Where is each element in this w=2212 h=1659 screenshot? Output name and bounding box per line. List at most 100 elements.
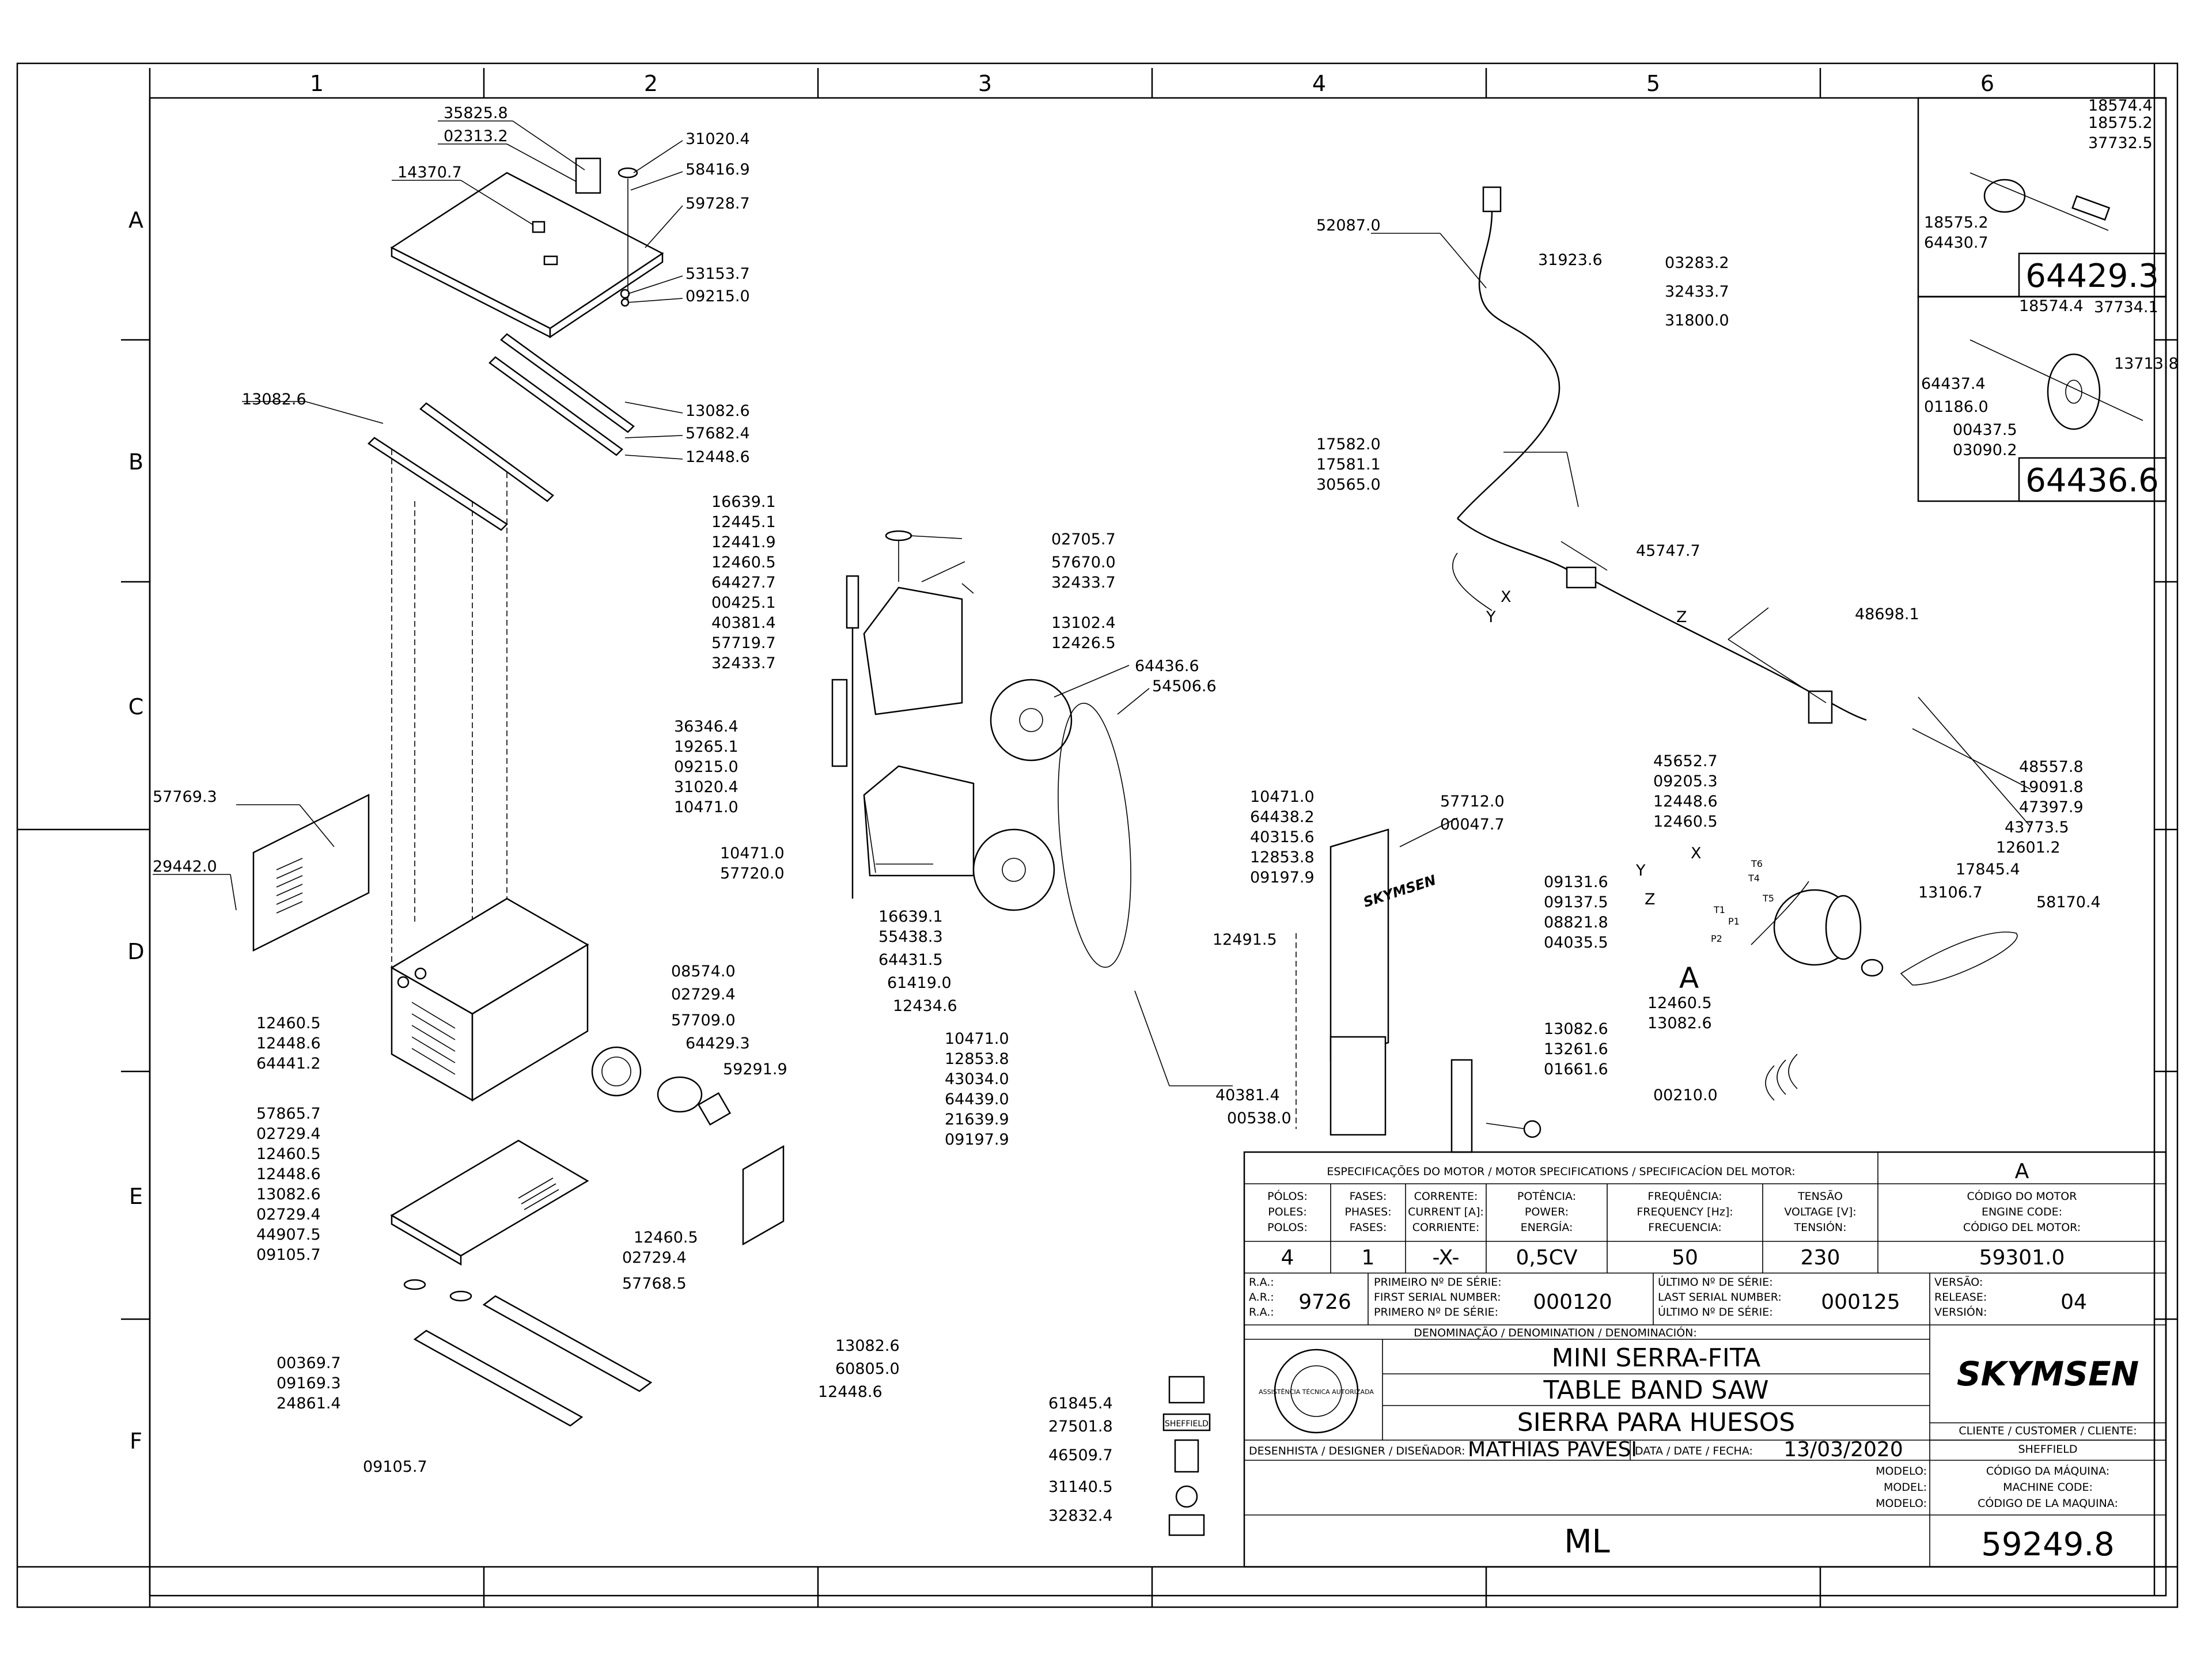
ra-value: 9726 (1298, 1290, 1351, 1314)
lower-frame (863, 765, 975, 877)
callout: 57712.0 (1440, 793, 1505, 810)
callout: 12460.5 (634, 1229, 698, 1247)
callout: 14370.7 (397, 164, 462, 181)
col-label-3: 3 (978, 71, 992, 96)
label-plate-3 (1174, 1439, 1199, 1473)
callout: 10471.0 (945, 1030, 1009, 1048)
callout-leaders (153, 120, 2031, 1086)
motor-detail-letter: A (1679, 961, 1699, 995)
col-label-1: 1 (310, 71, 324, 96)
client-value: SHEFFIELD (2018, 1443, 2077, 1456)
callout: 57768.5 (622, 1275, 687, 1293)
model-label: MODELO: (1876, 1465, 1927, 1478)
side-vent-panel (252, 793, 370, 952)
spec-phases-label: PHASES: (1344, 1206, 1391, 1218)
spec-poles-label: POLES: (1268, 1206, 1306, 1218)
row-label-c: C (128, 694, 144, 719)
callout: 13713.8 (2114, 355, 2179, 373)
callout: 46509.7 (1048, 1446, 1113, 1464)
label-plate-1 (1168, 1376, 1205, 1404)
grid-labels: 1 2 3 4 5 6 A B C D E F (127, 71, 1994, 1454)
spec-phases-label: FASES: (1350, 1190, 1387, 1203)
spec-code-label: CÓDIGO DEL MOTOR: (1963, 1220, 2081, 1234)
wire-letter: X (1501, 588, 1512, 606)
callout: 02729.4 (256, 1206, 321, 1224)
callout: 12460.5 (1647, 994, 1712, 1012)
callout: 54506.6 (1152, 677, 1217, 695)
model-label: MODELO: (1876, 1497, 1927, 1510)
callout: 32433.7 (711, 654, 776, 672)
label-plate-2 (1162, 1413, 1211, 1431)
callout: 12460.5 (256, 1145, 321, 1163)
callout: 12460.5 (711, 554, 776, 571)
first-serial-value: 000120 (1533, 1290, 1612, 1314)
upper-wheel (990, 679, 1073, 762)
machine-code-label: CÓDIGO DE LA MAQUINA: (1978, 1496, 2118, 1510)
spec-code-label: ENGINE CODE: (1982, 1206, 2062, 1218)
callout: 35825.8 (444, 104, 508, 122)
callout: 09215.0 (685, 287, 750, 305)
version-value: 04 (2061, 1290, 2087, 1314)
callout: 31140.5 (1048, 1478, 1113, 1496)
callout: 16639.1 (711, 493, 776, 511)
wire-letter: Y (1486, 608, 1496, 626)
callout: 02313.2 (444, 127, 508, 145)
callout: 13261.6 (1544, 1040, 1608, 1058)
callout: 45652.7 (1653, 752, 1718, 770)
callout: 52087.0 (1316, 217, 1381, 234)
callout: 00210.0 (1653, 1086, 1718, 1104)
callout: 12491.5 (1213, 931, 1277, 949)
callout: 64436.6 (1135, 657, 1199, 675)
terminal-label: T6 (1751, 858, 1763, 869)
spec-voltage-label: VOLTAGE [V]: (1784, 1206, 1856, 1218)
row-label-e: E (129, 1184, 143, 1209)
ground-symbol (1175, 1485, 1198, 1508)
fence (1330, 1036, 1387, 1136)
callout: 09197.9 (1250, 869, 1315, 887)
callout: 09197.9 (945, 1131, 1009, 1149)
spec-current-label: CORRENTE: (1414, 1190, 1478, 1203)
callout: 16639.1 (878, 908, 943, 926)
callout: 00437.5 (1953, 421, 2017, 439)
callout: 13082.6 (1544, 1020, 1608, 1038)
rear-vent-panel (742, 1145, 785, 1246)
label-plate-2-text: SHEFFIELD (1165, 1419, 1209, 1429)
callout: 17582.0 (1316, 435, 1381, 453)
callout: 00425.1 (711, 594, 776, 612)
terminal-label: P2 (1711, 933, 1722, 944)
callout: 40381.4 (711, 614, 776, 632)
spec-frequency-label: FREQUÊNCIA: (1647, 1190, 1722, 1203)
spec-frequency-label: FREQUENCY [Hz]: (1637, 1206, 1733, 1218)
denomination-pt: MINI SERRA-FITA (1552, 1343, 1761, 1373)
callout: 48557.8 (2019, 758, 2084, 776)
spec-voltage-label: TENSÃO (1797, 1190, 1843, 1203)
callout: 13082.6 (685, 402, 750, 420)
callout: 00369.7 (276, 1354, 341, 1372)
version-label: VERSÃO: (1934, 1275, 1983, 1289)
callout: 12460.5 (256, 1014, 321, 1032)
callout: 37734.1 (2094, 298, 2158, 316)
callout: 08821.8 (1544, 914, 1608, 931)
callout: 00538.0 (1227, 1109, 1291, 1127)
callout: 08574.0 (671, 963, 736, 980)
callout: 30565.0 (1316, 476, 1381, 494)
machine-code-label: CÓDIGO DA MÁQUINA: (1986, 1464, 2109, 1478)
row-label-b: B (128, 449, 143, 475)
callout: 40315.6 (1250, 828, 1315, 846)
callout: 13082.6 (256, 1185, 321, 1203)
row-label-a: A (128, 207, 143, 233)
callout: 27501.8 (1048, 1418, 1113, 1435)
callout: 01661.6 (1544, 1060, 1608, 1078)
assembly-64429-3: 64429.3 (2025, 257, 2159, 295)
date-value: 13/03/2020 (1783, 1438, 1903, 1461)
callout: 18575.2 (1924, 214, 1988, 232)
callout: 57670.0 (1051, 554, 1116, 571)
last-serial-label: ÚLTIMO Nº DE SÉRIE: (1658, 1305, 1773, 1319)
callout: 45747.7 (1636, 542, 1700, 560)
callout: 64427.7 (711, 574, 776, 592)
v-belt (1900, 931, 2018, 986)
callout: 09131.6 (1544, 873, 1608, 891)
first-serial-label: PRIMERO Nº DE SÉRIE: (1374, 1305, 1498, 1319)
callout: 31020.4 (685, 130, 750, 148)
